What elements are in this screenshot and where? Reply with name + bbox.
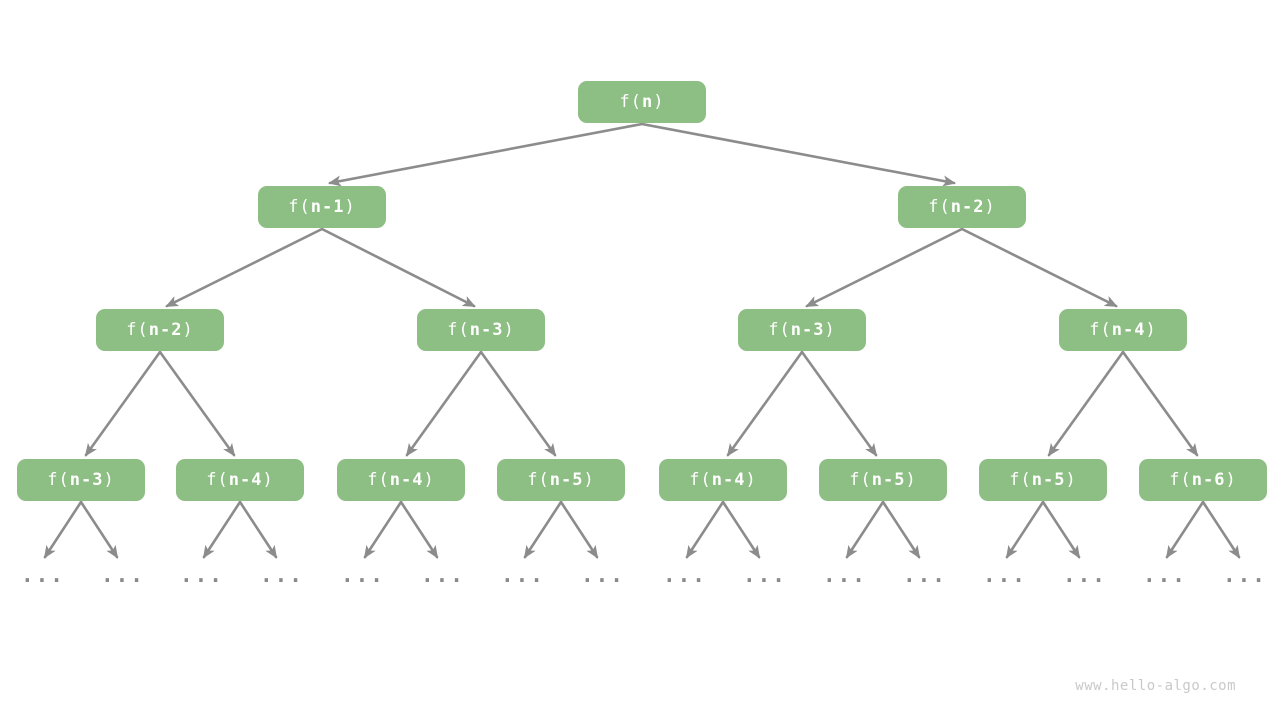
- tree-node: f(n-3): [738, 309, 866, 351]
- node-label-prefix: f(: [849, 470, 872, 490]
- tree-node: f(n-4): [176, 459, 304, 501]
- ellipsis: ...: [823, 563, 867, 587]
- tree-node: f(n-3): [417, 309, 545, 351]
- ellipsis: ...: [260, 563, 304, 587]
- node-label-arg: n-4: [1111, 320, 1146, 340]
- node-label-prefix: f(: [768, 320, 791, 340]
- node-label-suffix: ): [503, 320, 515, 340]
- tree-node: f(n-5): [497, 459, 625, 501]
- node-label-suffix: ): [423, 470, 435, 490]
- node-label-suffix: ): [1145, 320, 1157, 340]
- node-label-arg: n-5: [549, 470, 584, 490]
- tree-node: f(n-6): [1139, 459, 1267, 501]
- node-label-arg: n-4: [389, 470, 424, 490]
- node-label-prefix: f(: [1009, 470, 1032, 490]
- node-label-arg: n-3: [469, 320, 504, 340]
- node-label-suffix: ): [984, 197, 996, 217]
- node-label-prefix: f(: [689, 470, 712, 490]
- ellipsis: ...: [101, 563, 145, 587]
- node-label-suffix: ): [1065, 470, 1077, 490]
- node-label-arg: n-1: [310, 197, 345, 217]
- node-label-suffix: ): [344, 197, 356, 217]
- ellipsis: ...: [663, 563, 707, 587]
- tree-node: f(n-2): [898, 186, 1026, 228]
- ellipsis: ...: [903, 563, 947, 587]
- node-label-suffix: ): [583, 470, 595, 490]
- node-label-suffix: ): [103, 470, 115, 490]
- tree-node: f(n-4): [1059, 309, 1187, 351]
- tree-node: f(n-3): [17, 459, 145, 501]
- ellipsis: ...: [1223, 563, 1267, 587]
- node-label-arg: n: [641, 92, 654, 112]
- node-label-prefix: f(: [619, 92, 642, 112]
- ellipsis: ...: [1143, 563, 1187, 587]
- tree-node: f(n-1): [258, 186, 386, 228]
- node-label-arg: n-5: [871, 470, 906, 490]
- node-label-arg: n-6: [1191, 470, 1226, 490]
- ellipsis: ...: [421, 563, 465, 587]
- node-label-suffix: ): [1225, 470, 1237, 490]
- node-label-arg: n-5: [1031, 470, 1066, 490]
- node-label-suffix: ): [745, 470, 757, 490]
- node-label-suffix: ): [653, 92, 665, 112]
- watermark: www.hello-algo.com: [1075, 678, 1236, 694]
- node-label-suffix: ): [262, 470, 274, 490]
- node-label-suffix: ): [905, 470, 917, 490]
- tree-node: f(n-2): [96, 309, 224, 351]
- tree-node-root: f(n): [578, 81, 706, 123]
- tree-node: f(n-5): [979, 459, 1107, 501]
- node-label-prefix: f(: [47, 470, 70, 490]
- node-label-prefix: f(: [367, 470, 390, 490]
- ellipsis: ...: [341, 563, 385, 587]
- node-label-suffix: ): [182, 320, 194, 340]
- node-label-suffix: ): [824, 320, 836, 340]
- node-label-prefix: f(: [288, 197, 311, 217]
- node-label-arg: n-4: [711, 470, 746, 490]
- ellipsis: ...: [501, 563, 545, 587]
- node-label-prefix: f(: [527, 470, 550, 490]
- node-label-arg: n-2: [950, 197, 985, 217]
- node-label-arg: n-3: [790, 320, 825, 340]
- ellipsis: ...: [21, 563, 65, 587]
- node-label-prefix: f(: [447, 320, 470, 340]
- node-label-arg: n-2: [148, 320, 183, 340]
- ellipsis: ...: [983, 563, 1027, 587]
- tree-node: f(n-4): [337, 459, 465, 501]
- node-label-prefix: f(: [1089, 320, 1112, 340]
- ellipsis: ...: [1063, 563, 1107, 587]
- tree-node: f(n-4): [659, 459, 787, 501]
- node-label-prefix: f(: [206, 470, 229, 490]
- node-label-prefix: f(: [1169, 470, 1192, 490]
- node-label-arg: n-4: [228, 470, 263, 490]
- node-label-prefix: f(: [126, 320, 149, 340]
- ellipsis: ...: [581, 563, 625, 587]
- node-label-prefix: f(: [928, 197, 951, 217]
- node-label-arg: n-3: [69, 470, 104, 490]
- ellipsis: ...: [180, 563, 224, 587]
- ellipsis: ...: [743, 563, 787, 587]
- tree-node: f(n-5): [819, 459, 947, 501]
